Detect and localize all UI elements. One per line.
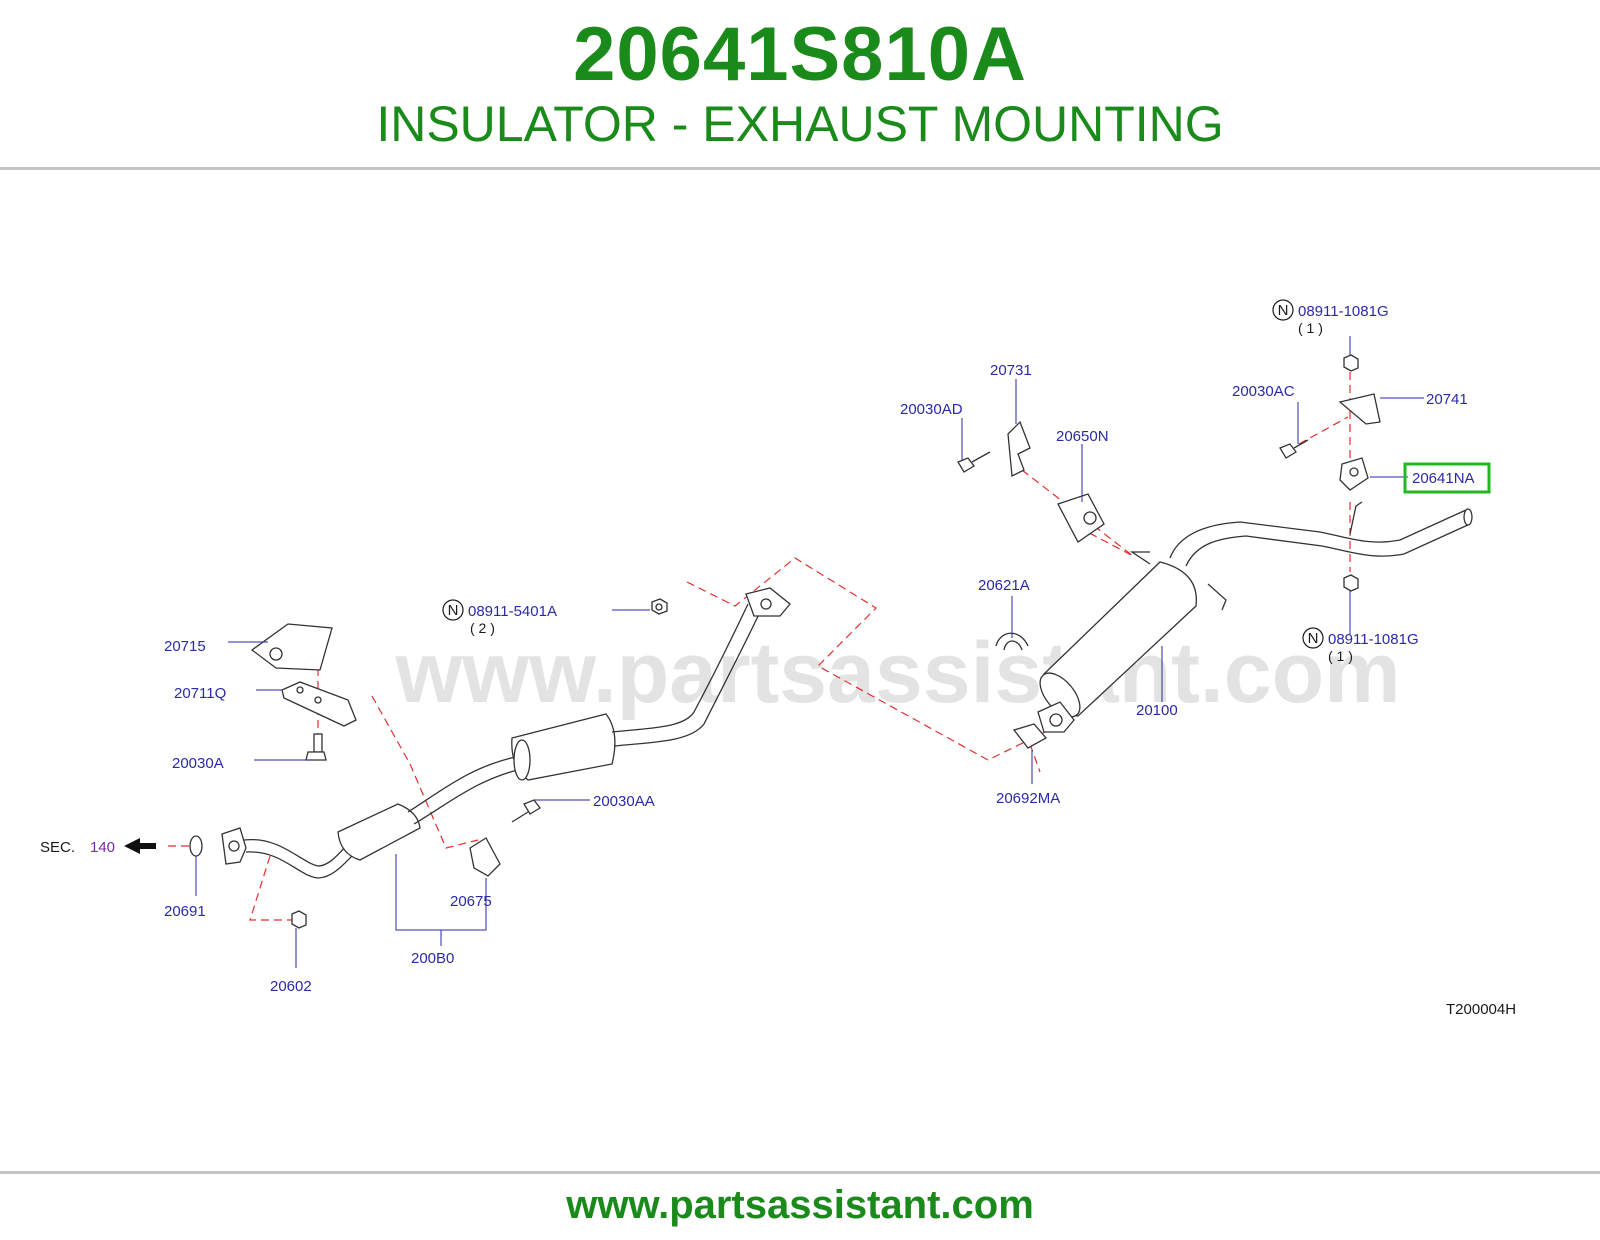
footer-divider	[0, 1171, 1600, 1174]
part-label-20692ma[interactable]: 20692MA	[996, 790, 1060, 807]
assembly-dash-lines	[168, 372, 1351, 921]
main-muffler-assembly	[1037, 501, 1473, 733]
part-label-20030ad[interactable]: 20030AD	[900, 401, 963, 418]
part-label-200b0[interactable]: 200B0	[411, 950, 454, 967]
part-label-20030ac[interactable]: 20030AC	[1232, 383, 1295, 400]
highlighted-part-box	[1403, 462, 1491, 494]
watermark-text: www.partsassistant.com	[394, 625, 1400, 721]
arrow-left-icon	[124, 838, 156, 854]
sec-label: SEC.	[40, 839, 75, 856]
n-badge-bottom: N	[1302, 627, 1324, 649]
qty-label-5401a: ( 2 )	[470, 620, 495, 636]
part-number-title: 20641S810A	[573, 12, 1027, 97]
svg-text:N: N	[1278, 302, 1289, 319]
svg-text:N: N	[1308, 630, 1319, 647]
qty-label-bottom: ( 1 )	[1328, 648, 1353, 664]
qty-label-top: ( 1 )	[1298, 320, 1323, 336]
part-label-20602[interactable]: 20602	[270, 978, 312, 995]
part-label-20100[interactable]: 20100	[1136, 702, 1178, 719]
part-label-20641na[interactable]: 20641NA	[1412, 470, 1475, 487]
part-label-20715[interactable]: 20715	[164, 638, 206, 655]
front-pipe-assembly	[221, 587, 791, 879]
part-label-20731[interactable]: 20731	[990, 362, 1032, 379]
part-label-20650n[interactable]: 20650N	[1056, 428, 1109, 445]
exhaust-diagram: www.partsassistant.com	[0, 172, 1600, 1168]
leader-lines	[195, 336, 1424, 968]
n-badge-top: N	[1272, 299, 1294, 321]
part-label-08911-1081g-bottom[interactable]: 08911-1081G	[1328, 631, 1419, 648]
sec-number-link[interactable]: 140	[90, 839, 115, 856]
part-label-20675[interactable]: 20675	[450, 893, 492, 910]
svg-text:N: N	[448, 602, 459, 619]
header-divider	[0, 167, 1600, 170]
part-label-08911-5401a[interactable]: 08911-5401A	[468, 603, 557, 620]
part-label-20691[interactable]: 20691	[164, 903, 206, 920]
footer-url: www.partsassistant.com	[566, 1183, 1034, 1227]
part-label-20711q[interactable]: 20711Q	[174, 685, 226, 702]
hardware-parts	[124, 354, 1381, 929]
part-label-20621a[interactable]: 20621A	[978, 577, 1030, 594]
part-label-20741[interactable]: 20741	[1426, 391, 1468, 408]
part-description-title: INSULATOR - EXHAUST MOUNTING	[376, 96, 1224, 152]
page-header: 20641S810A INSULATOR - EXHAUST MOUNTING	[0, 0, 1600, 168]
part-label-20030aa[interactable]: 20030AA	[593, 793, 655, 810]
diagram-code: T200004H	[1446, 1001, 1516, 1018]
n-badge-left: N	[442, 599, 464, 621]
part-label-20030a[interactable]: 20030A	[172, 755, 224, 772]
part-label-08911-1081g-top[interactable]: 08911-1081G	[1298, 303, 1389, 320]
diagram-canvas: www.partsassistant.com	[40, 299, 1516, 1018]
